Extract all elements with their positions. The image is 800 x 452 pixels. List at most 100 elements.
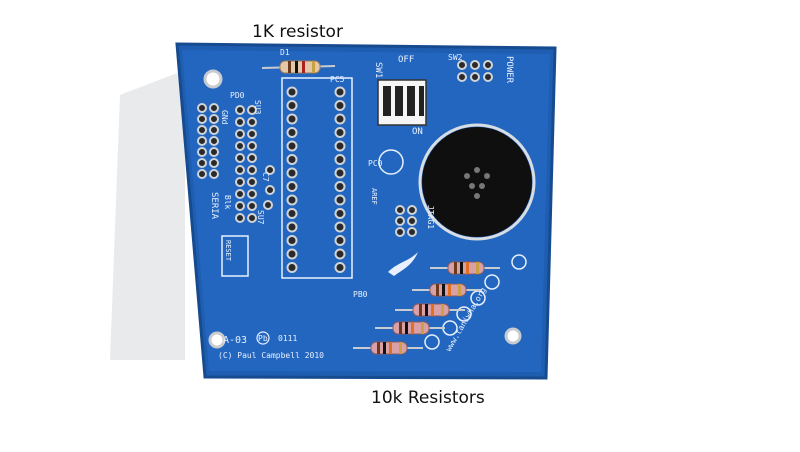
pin	[286, 262, 298, 273]
pin	[334, 181, 346, 192]
pin	[235, 105, 245, 115]
silk-gnd: GNd	[220, 110, 229, 125]
pin	[235, 165, 245, 175]
pin	[286, 208, 298, 219]
resistor-1k	[261, 60, 336, 74]
pin	[286, 100, 298, 111]
pin	[286, 127, 298, 138]
pin	[197, 147, 207, 157]
pin	[286, 167, 298, 179]
pin	[209, 169, 219, 179]
pin	[209, 136, 219, 146]
silk-aref: AREF	[370, 188, 378, 205]
pin	[247, 141, 257, 151]
pin	[235, 213, 245, 223]
pin	[235, 189, 245, 199]
pin	[263, 200, 273, 210]
pin	[407, 205, 417, 215]
pin	[209, 147, 219, 157]
pin	[235, 129, 245, 139]
ic-socket-pins	[263, 86, 346, 273]
pin	[286, 248, 298, 260]
pin	[235, 141, 245, 151]
pin	[286, 113, 298, 125]
pin	[247, 201, 257, 211]
pin	[334, 167, 346, 179]
ic-socket-outline	[281, 77, 353, 279]
pin	[286, 235, 298, 246]
circuit-board: D1 PC5 PD0 GNd SU3 SW1 OFF ON SW2 POWER …	[175, 42, 557, 380]
silk-c7: C7	[261, 172, 270, 182]
led	[424, 334, 440, 350]
pin	[197, 103, 207, 113]
jtag-header	[395, 205, 417, 237]
pin	[265, 165, 275, 175]
power-header	[457, 60, 493, 82]
pin	[209, 114, 219, 124]
pin	[407, 216, 417, 226]
pin	[209, 125, 219, 135]
silk-jtag: JTAG1	[426, 205, 435, 229]
silk-pb-logo: Pb	[258, 334, 268, 343]
pin	[334, 194, 346, 206]
pin	[247, 105, 257, 115]
pin	[235, 177, 245, 187]
pin	[265, 185, 275, 195]
resistor-10k	[375, 321, 445, 335]
header-pins-left	[197, 103, 219, 179]
resistor-10k	[412, 283, 482, 297]
pin	[197, 158, 207, 168]
pin	[334, 208, 346, 219]
silk-sw2: SW2	[448, 53, 463, 62]
annotation-10k-resistors: 10k Resistors	[371, 388, 485, 408]
pin	[334, 86, 346, 98]
pin	[247, 177, 257, 187]
silk-date: 0111	[278, 334, 297, 343]
reset-button	[221, 235, 249, 277]
pin	[334, 140, 346, 152]
pin	[247, 213, 257, 223]
pin	[395, 205, 405, 215]
pin	[197, 136, 207, 146]
pin	[235, 201, 245, 211]
bird-logo	[388, 252, 418, 276]
pin	[334, 127, 346, 138]
pin	[286, 86, 298, 98]
resistors-10k	[353, 261, 500, 355]
silk-off: OFF	[398, 55, 414, 65]
pin	[286, 140, 298, 152]
pin	[457, 72, 467, 82]
pin	[407, 227, 417, 237]
led	[484, 274, 500, 290]
header-pins-left-2	[235, 105, 257, 223]
pin	[334, 262, 346, 273]
silk-pc5: PC5	[330, 75, 345, 84]
pin	[334, 154, 346, 165]
pin	[334, 248, 346, 260]
capacitor-outline	[378, 149, 404, 175]
pin	[334, 221, 346, 233]
pin	[197, 125, 207, 135]
pin	[235, 117, 245, 127]
pin	[334, 113, 346, 125]
silk-reset: RESET	[224, 240, 232, 262]
pin	[197, 114, 207, 124]
silk-serial: SERIA	[209, 192, 219, 220]
pin	[286, 154, 298, 165]
pin	[470, 72, 480, 82]
pin	[247, 189, 257, 199]
resistor-10k	[353, 341, 423, 355]
resistor-10k	[395, 303, 465, 317]
pin	[286, 181, 298, 192]
pin	[483, 72, 493, 82]
led	[456, 306, 472, 322]
annotation-1k-resistor: 1K resistor	[252, 22, 343, 42]
mounting-hole	[203, 69, 223, 89]
pin	[395, 227, 405, 237]
pin	[247, 153, 257, 163]
silk-copyright: (C) Paul Campbell 2010	[218, 351, 324, 360]
pin	[247, 165, 257, 175]
silk-sw1: SW1	[373, 62, 383, 78]
pin	[470, 60, 480, 70]
